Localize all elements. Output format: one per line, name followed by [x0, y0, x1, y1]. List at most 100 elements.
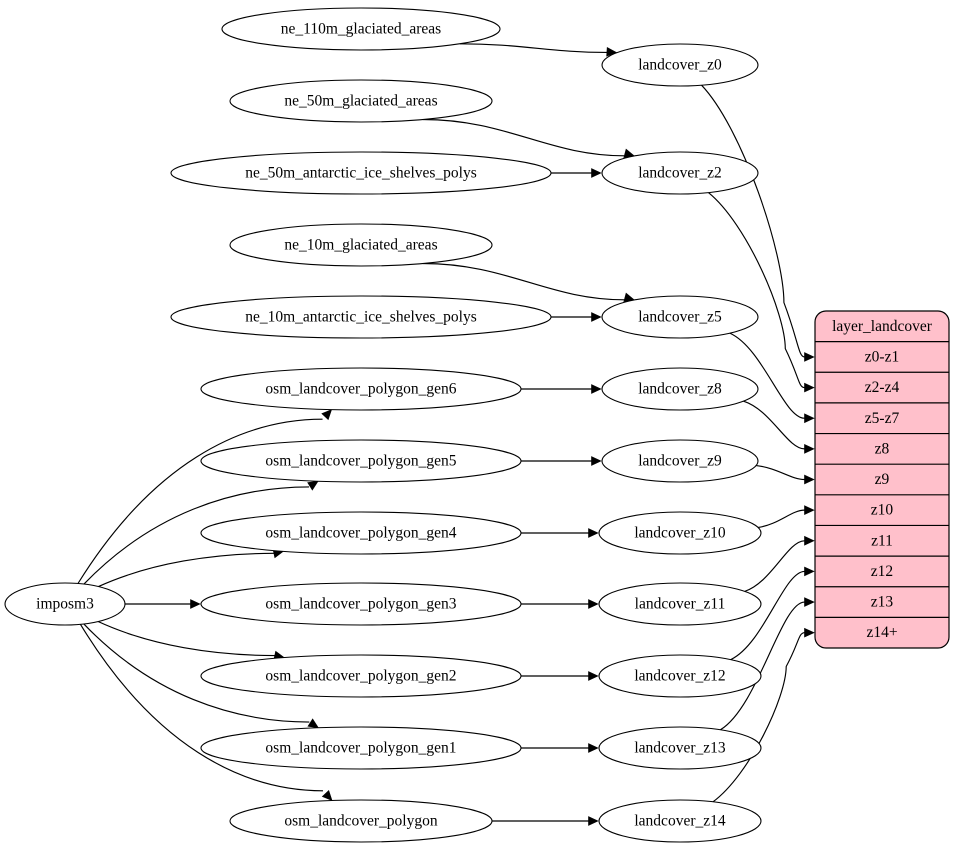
edge-arrowhead: [804, 444, 815, 454]
edge-arrowhead: [591, 312, 602, 322]
node-osm_landcover_polygon[interactable]: osm_landcover_polygon: [229, 799, 493, 843]
edge-arrowhead: [804, 597, 815, 607]
node-landcover_z12[interactable]: landcover_z12: [598, 654, 762, 698]
edge-line: [729, 332, 805, 419]
node-ne_50m_glaciated_areas[interactable]: ne_50m_glaciated_areas: [229, 79, 493, 123]
edge-line: [83, 486, 310, 585]
edge-arrowhead: [588, 743, 599, 753]
edge-arrowhead: [307, 718, 319, 729]
edge-landcover_z14-to-record-z14: [712, 627, 815, 803]
edge-arrowhead: [804, 535, 815, 546]
record-row-z5[interactable]: [815, 403, 949, 434]
edge-line: [744, 540, 805, 592]
node-shape: [229, 799, 493, 843]
nodes-layer: imposm3 ne_110m_glaciated_areas ne_50m_gla…: [4, 7, 762, 843]
edge-arrowhead: [804, 627, 815, 638]
record-row-z12[interactable]: [815, 556, 949, 587]
node-shape: [4, 582, 126, 626]
node-shape: [598, 654, 762, 698]
edge-line: [77, 418, 323, 584]
edge-line: [758, 509, 805, 529]
node-landcover_z9[interactable]: landcover_z9: [601, 439, 759, 483]
node-landcover_z0[interactable]: landcover_z0: [601, 43, 759, 87]
edge-arrowhead: [804, 413, 815, 424]
node-osm_landcover_polygon_gen6[interactable]: osm_landcover_polygon_gen6: [200, 367, 522, 411]
edge-imposm3-to-osm_landcover_polygon_gen6: [77, 409, 333, 584]
edge-line: [756, 464, 805, 481]
edge-imposm3-to-osm_landcover_polygon_gen5: [83, 480, 319, 585]
node-shape: [221, 7, 501, 51]
node-osm_landcover_polygon_gen4[interactable]: osm_landcover_polygon_gen4: [200, 511, 522, 555]
edge-line: [720, 601, 805, 731]
edge-arrowhead: [588, 671, 599, 681]
edge-arrowhead: [804, 352, 815, 362]
node-landcover_z13[interactable]: landcover_z13: [598, 726, 762, 770]
edge-line: [422, 262, 625, 301]
edge-osm_landcover_polygon-to-landcover_z14: [492, 816, 599, 826]
edge-osm_landcover_polygon_gen4-to-landcover_z10: [521, 528, 599, 538]
node-imposm3[interactable]: imposm3: [4, 582, 126, 626]
edge-arrowhead: [804, 474, 815, 485]
node-shape: [200, 654, 522, 698]
record-row-z13[interactable]: [815, 587, 949, 618]
node-shape: [598, 799, 762, 843]
edge-osm_landcover_polygon_gen1-to-landcover_z13: [521, 743, 599, 753]
edge-arrowhead: [588, 816, 599, 826]
edge-imposm3-to-osm_landcover_polygon_gen2: [97, 620, 285, 661]
edge-line: [83, 623, 310, 723]
record-row-z11[interactable]: [815, 525, 949, 556]
node-shape: [601, 43, 759, 87]
node-landcover_z10[interactable]: landcover_z10: [598, 511, 762, 555]
node-shape: [229, 79, 493, 123]
node-shape: [601, 295, 759, 339]
node-shape: [598, 511, 762, 555]
node-ne_10m_glaciated_areas[interactable]: ne_10m_glaciated_areas: [229, 223, 493, 267]
node-landcover_z8[interactable]: landcover_z8: [601, 367, 759, 411]
record-row-z2[interactable]: [815, 372, 949, 403]
edge-arrowhead: [190, 599, 201, 609]
node-shape: [229, 223, 493, 267]
edge-arrowhead: [804, 382, 815, 393]
edge-arrowhead: [307, 480, 319, 491]
node-landcover_z11[interactable]: landcover_z11: [598, 582, 762, 626]
edge-line: [97, 620, 276, 657]
node-osm_landcover_polygon_gen5[interactable]: osm_landcover_polygon_gen5: [200, 439, 522, 483]
node-shape: [170, 151, 552, 195]
record-row-z8[interactable]: [815, 434, 949, 465]
node-shape: [170, 295, 552, 339]
record-background: [814, 310, 950, 649]
node-osm_landcover_polygon_gen1[interactable]: osm_landcover_polygon_gen1: [200, 726, 522, 770]
node-landcover_z14[interactable]: landcover_z14: [598, 799, 762, 843]
node-ne_10m_antarctic_ice_shelves_polys[interactable]: ne_10m_antarctic_ice_shelves_polys: [170, 295, 552, 339]
record-row-z0[interactable]: [815, 342, 949, 373]
record-row-z10[interactable]: [815, 495, 949, 526]
node-osm_landcover_polygon_gen3[interactable]: osm_landcover_polygon_gen3: [200, 582, 522, 626]
record-row-z9[interactable]: [815, 464, 949, 495]
node-ne_110m_glaciated_areas[interactable]: ne_110m_glaciated_areas: [221, 7, 501, 51]
edge-landcover_z9-to-record-z9: [756, 464, 815, 485]
edge-arrowhead: [321, 409, 333, 421]
layer-landcover-record[interactable]: layer_landcoverz0-z1z2-z4z5-z7z8z9z10z11…: [814, 310, 950, 649]
edge-imposm3-to-osm_landcover_polygon_gen4: [98, 548, 284, 588]
edge-ne_10m_antarctic_ice_shelves_polys-to-landcover_z5: [551, 312, 602, 322]
edge-line: [79, 623, 324, 792]
edge-arrowhead: [591, 168, 602, 178]
node-shape: [598, 726, 762, 770]
edge-arrowhead: [804, 505, 815, 515]
edge-arrowhead: [321, 790, 333, 802]
edge-osm_landcover_polygon_gen2-to-landcover_z12: [521, 671, 599, 681]
node-landcover_z5[interactable]: landcover_z5: [601, 295, 759, 339]
edge-arrowhead: [591, 384, 602, 394]
edge-line: [743, 400, 805, 450]
node-osm_landcover_polygon_gen2[interactable]: osm_landcover_polygon_gen2: [200, 654, 522, 698]
node-ne_50m_antarctic_ice_shelves_polys[interactable]: ne_50m_antarctic_ice_shelves_polys: [170, 151, 552, 195]
edge-ne_110m_glaciated_areas-to-landcover_z0: [459, 43, 618, 57]
edge-arrowhead: [591, 456, 602, 466]
edge-ne_10m_glaciated_areas-to-landcover_z5: [422, 262, 635, 302]
node-shape: [601, 439, 759, 483]
node-landcover_z2[interactable]: landcover_z2: [601, 151, 759, 195]
node-shape: [598, 582, 762, 626]
record-row-z14[interactable]: [815, 617, 949, 648]
edge-landcover_z10-to-record-z10: [758, 505, 815, 529]
